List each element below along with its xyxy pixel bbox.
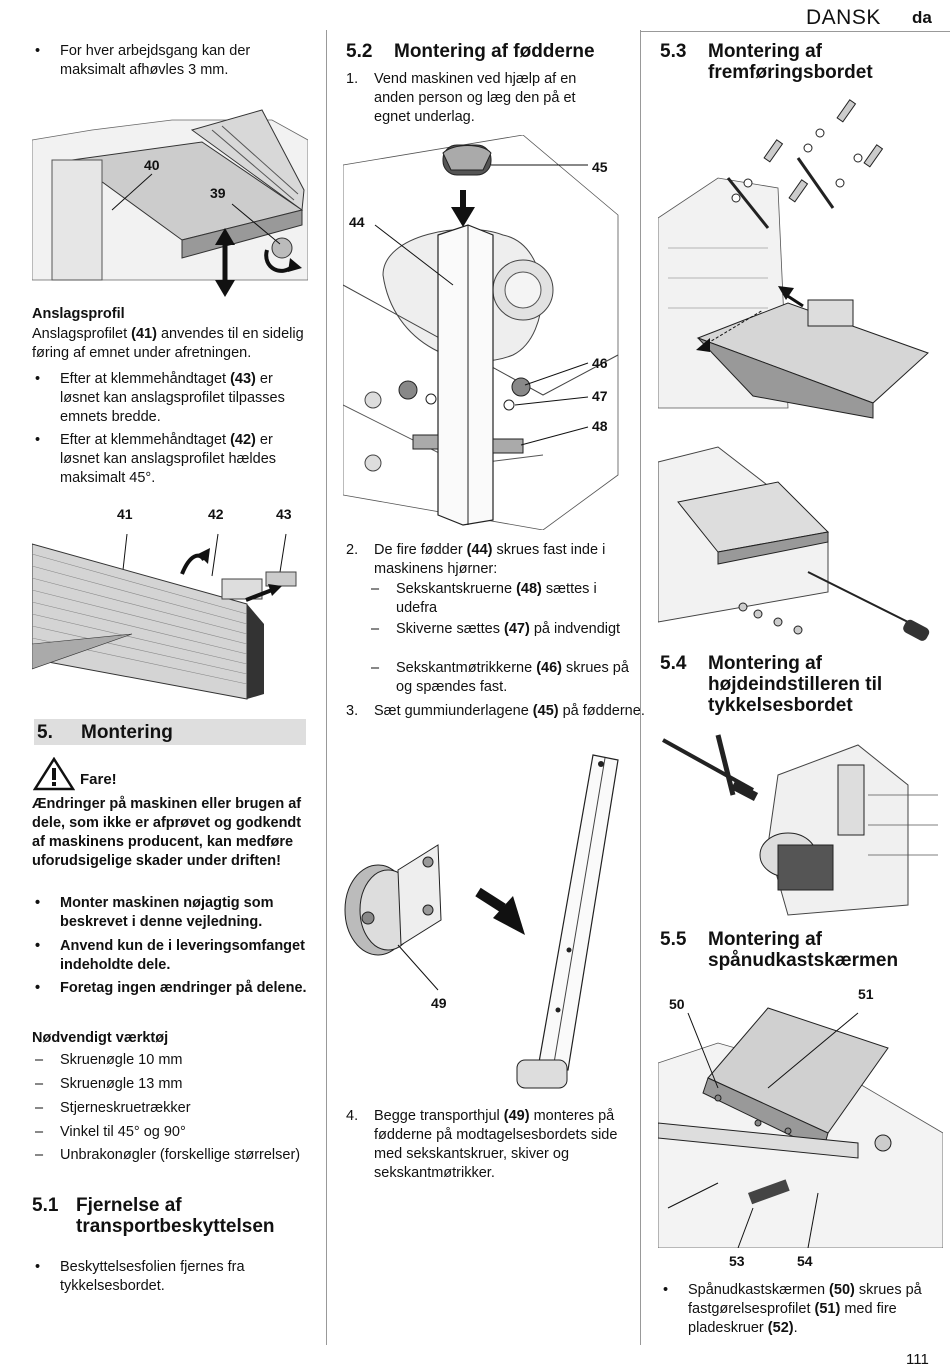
tool-item-1: Skruenøgle 10 mm [32,1051,315,1070]
fig1-label-39: 39 [210,185,226,201]
fig3-label-44: 44 [349,214,365,230]
figure-infeed-table-mounting [658,99,929,419]
tool-item-3: Stjerneskruetrækker [32,1099,315,1118]
step-2-sub-1: Sekskantskruerne (48) sættes i udefra [368,580,641,618]
warning-triangle-icon [33,757,75,791]
fig4-label-49: 49 [431,995,447,1011]
tool-item-5: Unbrakonøgler (forskellige størrelser) [32,1146,315,1165]
anslag-heading: Anslagsprofil [32,306,125,322]
section-5-banner: 5.Montering [34,719,306,745]
header-language: DANSK [806,6,881,29]
anslag-bullet-1: Efter at klemmehåndtaget (43) er løsnet … [32,370,315,427]
figure-chip-ejection-guard [658,1007,943,1248]
anslag-bullet-2: Efter at klemmehåndtaget (42) er løsnet … [32,431,315,488]
fig3-label-46: 46 [592,355,608,371]
warning-text: Ændringer på maskinen eller brugen af de… [32,796,302,869]
warning-bullet-1: Monter maskinen nøjagtig som beskrevet i… [32,894,315,932]
figure-thickness-table-parts [658,446,930,641]
step-1: 1.Vend maskinen ved hjælp af en anden pe… [346,71,577,125]
step-3: 3.Sæt gummiunderlagene (45) på fødderne. [346,703,645,719]
warning-bullet-2: Anvend kun de i leveringsomfanget indeho… [32,937,315,975]
fig3-label-47: 47 [592,388,608,404]
header-language-code: da [912,8,932,27]
step-4: 4.Begge transporthjul (49) monteres på f… [346,1108,618,1181]
figure-height-adjuster [662,734,938,916]
tool-item-2: Skruenøgle 13 mm [32,1075,315,1094]
section-5-title: 5.Montering [37,722,173,743]
step-2-sub-2: Skiverne sættes (47) på indvendigt [368,620,641,639]
figure-infeed-table: 40 39 [32,100,308,300]
fig5-label-53: 53 [729,1253,745,1269]
tools-heading: Nødvendigt værktøj [32,1030,169,1046]
fig2-label-43: 43 [276,506,292,522]
figure-transport-wheel: 49 [344,754,619,1089]
section-5-1-bullet: Beskyttelsesfolien fjernes fra tykkelses… [32,1258,315,1296]
bullet-max-removal: For hver arbejdsgang kan der maksimalt a… [32,42,310,80]
page-number: 111 [906,1351,929,1368]
figure-fence-profile [32,533,297,700]
section-5-5-bullet: Spånudkastskærmen (50) skrues på fastgør… [660,1281,950,1338]
fig5-label-51: 51 [858,986,874,1002]
fig3-label-45: 45 [592,159,608,175]
fig5-label-54: 54 [797,1253,813,1269]
fig1-label-40: 40 [144,157,160,173]
anslag-text: Anslagsprofilet (41) anvendes til en sid… [32,326,304,361]
fig5-label-50: 50 [669,996,685,1012]
step-2-sub-3: Sekskantmøtrikkerne (46) skrues på og sp… [368,659,646,697]
warning-title: Fare! [80,771,117,788]
figure-feet-assembly: 45 44 46 47 48 [343,135,619,530]
fig2-label-41: 41 [117,506,133,522]
fig2-label-42: 42 [208,506,224,522]
header-rule [640,31,950,32]
fig3-label-48: 48 [592,418,608,434]
column-divider-1 [326,30,327,1345]
tool-item-4: Vinkel til 45° og 90° [32,1123,315,1142]
step-2: 2.De fire fødder (44) skrues fast inde i… [346,542,606,577]
warning-bullet-3: Foretag ingen ændringer på delene. [32,979,315,998]
